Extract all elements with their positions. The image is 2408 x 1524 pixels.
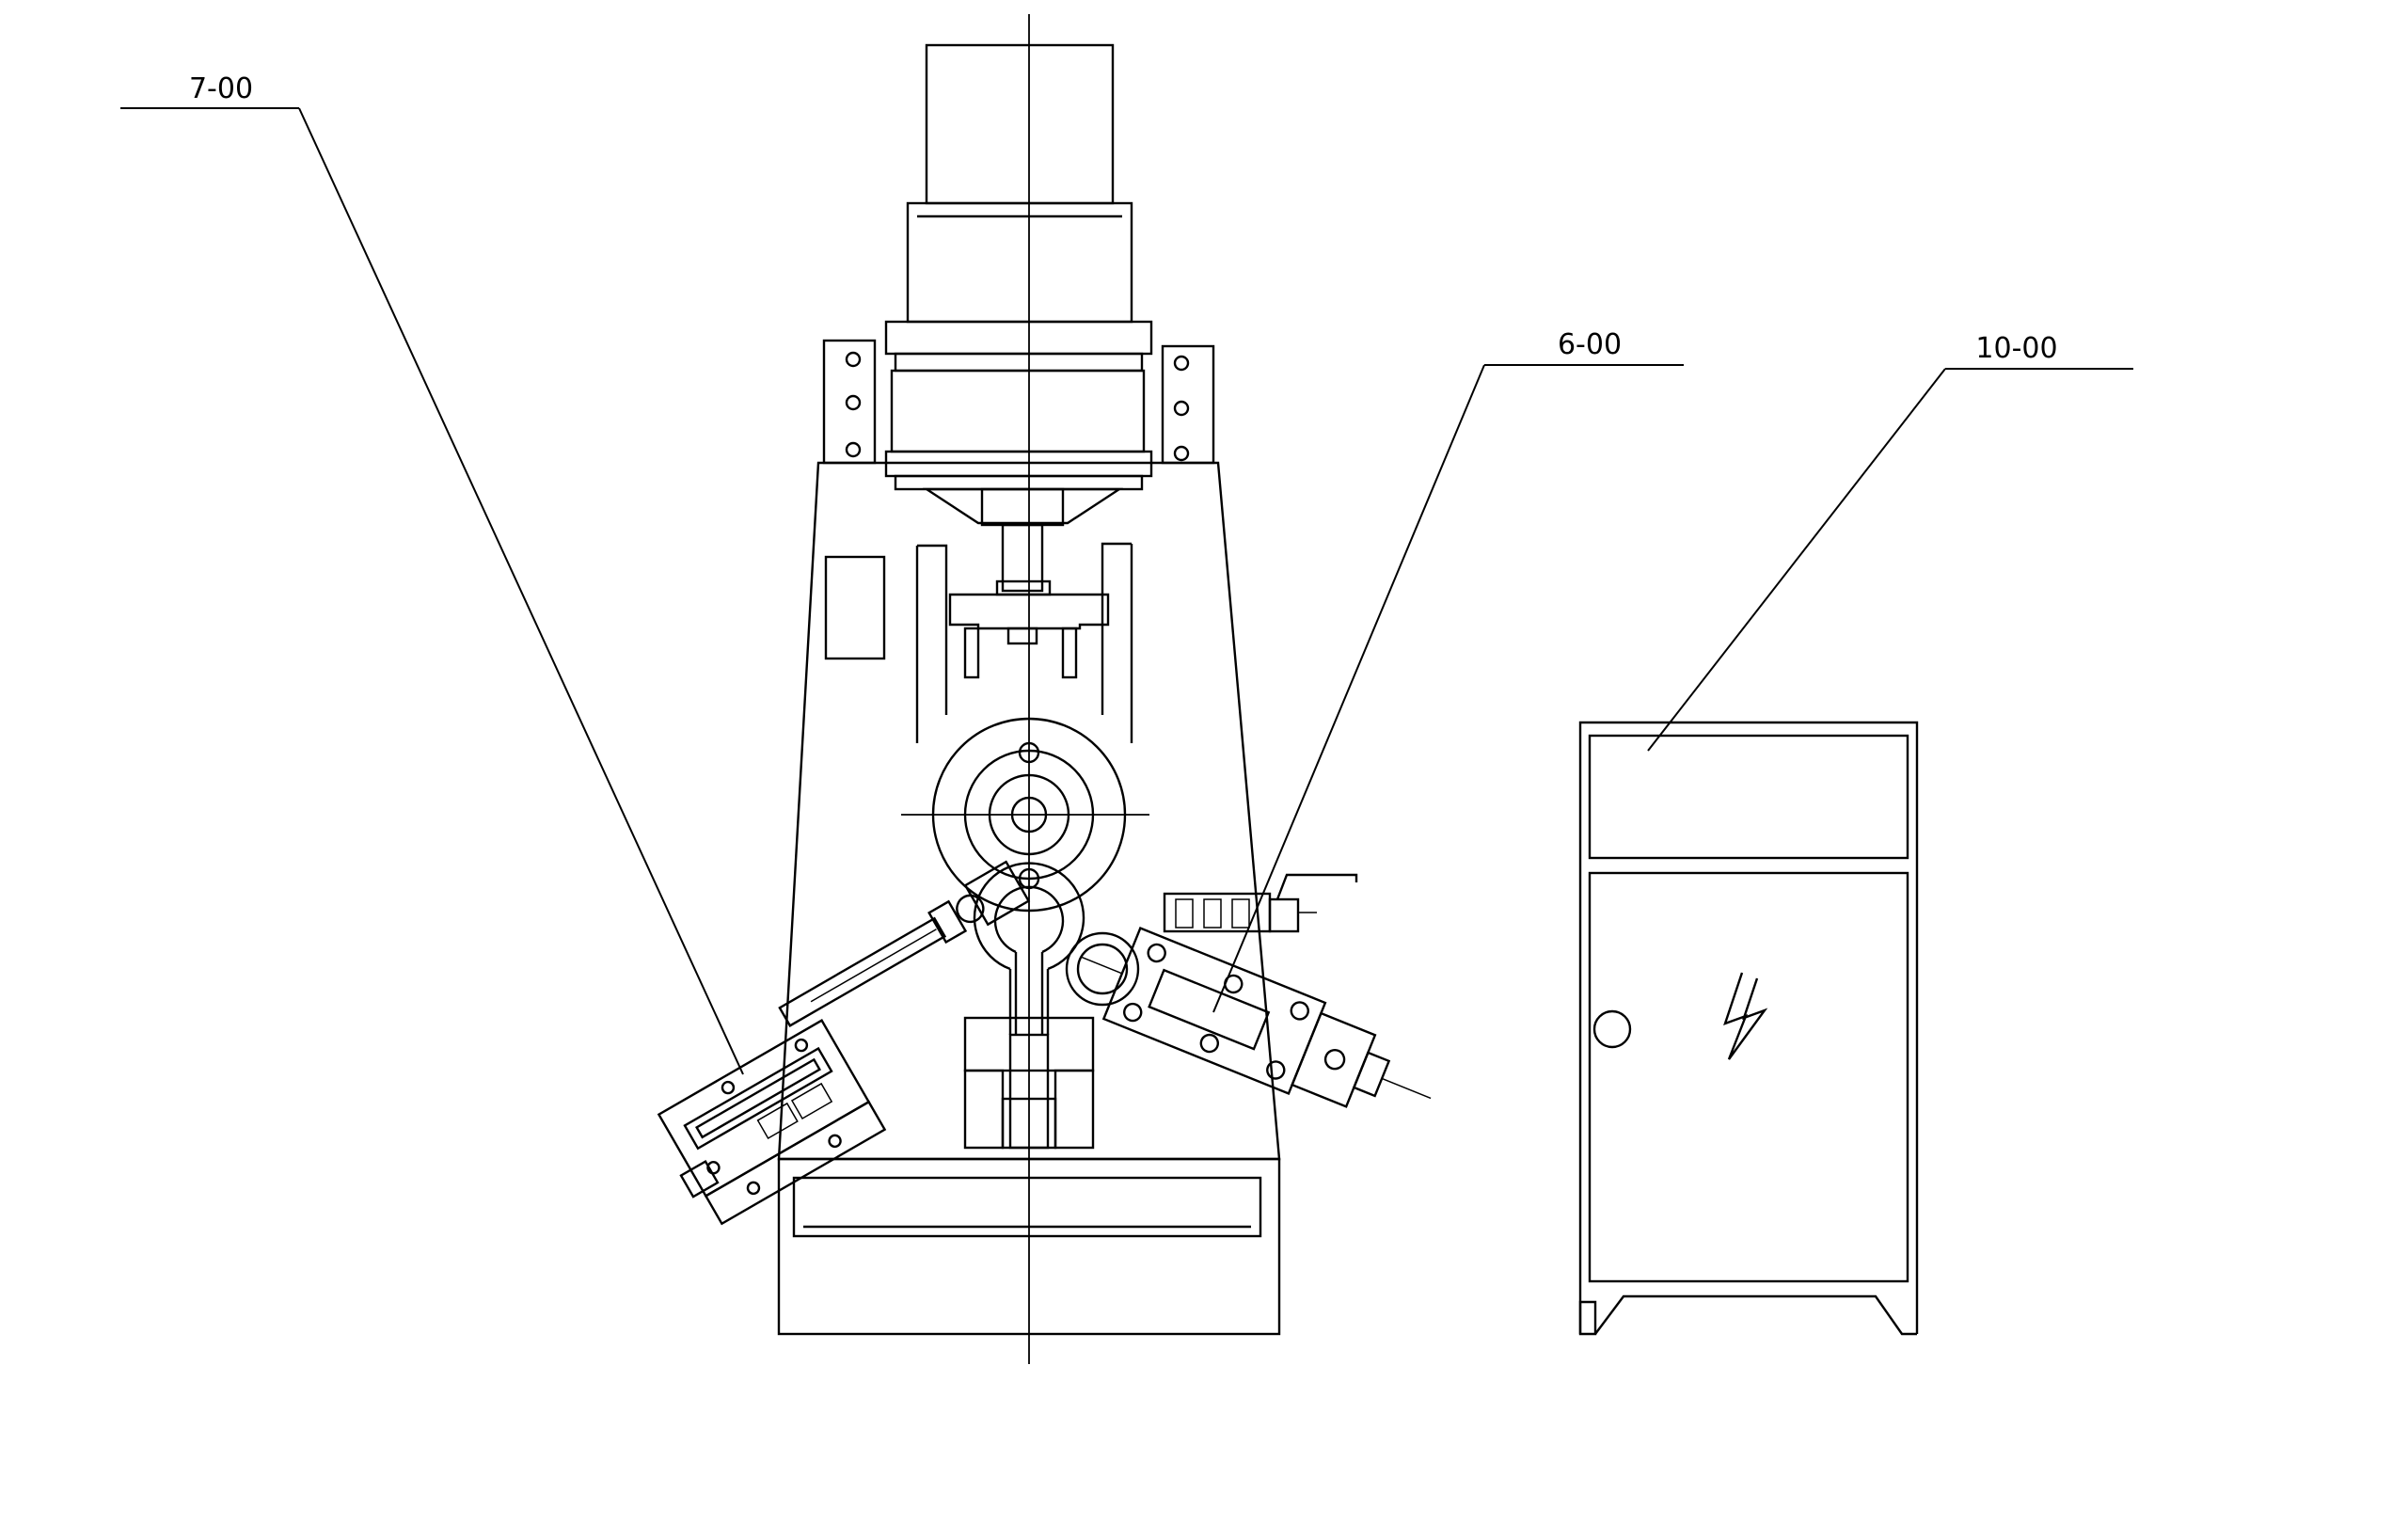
- right-guide-rail: [1101, 542, 1132, 715]
- main-roller-wheel: [901, 717, 1149, 913]
- lower-base-block: [963, 1016, 1095, 1072]
- lightning-bolt-icon: [1723, 972, 1768, 1060]
- gearbox-body: [906, 201, 1133, 324]
- cabinet-door: [1588, 871, 1909, 1283]
- electric-cabinet: [1578, 721, 1919, 1336]
- clamp-block: [1163, 873, 1358, 933]
- crosshead: [948, 593, 1110, 630]
- upper-flange: [884, 320, 1153, 356]
- cabinet-left-foot: [1578, 1300, 1597, 1336]
- callout-label-6: 6-00: [1558, 328, 1622, 361]
- funnel-plate: [922, 487, 1124, 525]
- cabinet-door-handle: [1592, 1009, 1632, 1049]
- column-window: [824, 555, 886, 660]
- lower-guide-ring: [973, 862, 1085, 1035]
- left-feeder-unit: [657, 860, 1031, 1226]
- machine-base: [777, 1157, 1281, 1336]
- right-feeder-unit: [1081, 927, 1432, 1108]
- small-pinch-roller: [1065, 931, 1140, 1007]
- spindle-shaft: [1001, 523, 1044, 593]
- callout-label-10: 10-00: [1975, 332, 2057, 365]
- callout-6: 6-00: [1212, 328, 1684, 1013]
- coupling-block: [890, 369, 1146, 453]
- cabinet-top-panel: [1588, 734, 1909, 860]
- callout-7: 7-00: [120, 72, 744, 1075]
- machine-assembly: [657, 14, 1432, 1364]
- callout-10: 10-00: [1647, 332, 2133, 752]
- motor-housing: [925, 43, 1115, 205]
- left-guide-rail: [917, 544, 948, 715]
- base-slot: [792, 1176, 1262, 1238]
- callout-label-7: 7-00: [189, 72, 253, 105]
